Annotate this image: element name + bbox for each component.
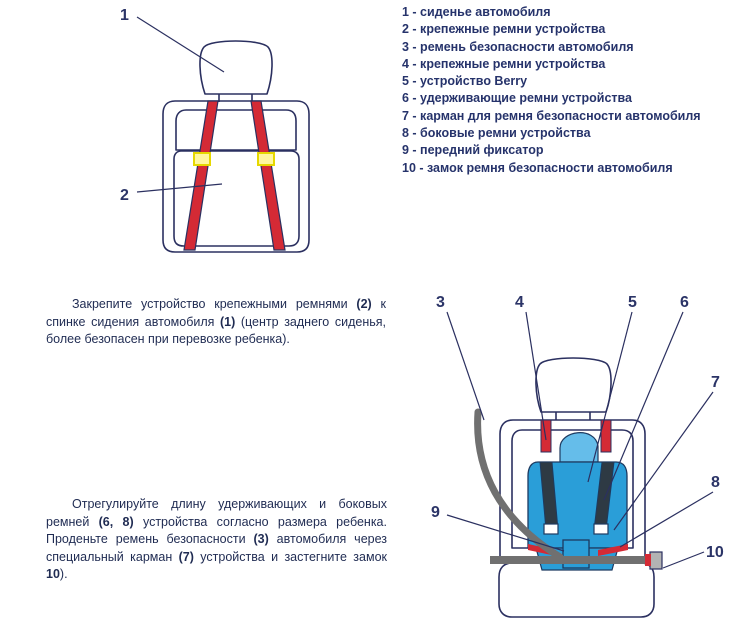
text: устройства согласно размера ребенка. Про…: [46, 514, 387, 547]
ref: 10: [46, 567, 60, 581]
seat-back-upper-panel: [175, 109, 297, 151]
callout-label: 2: [120, 187, 129, 204]
strap-buckle-left: [193, 152, 211, 166]
callout-label: 7: [711, 374, 720, 391]
legend-item: 6 - удерживающие ремни устройства: [402, 91, 632, 106]
text: Закрепите устройство крепежными ремнями: [72, 297, 357, 311]
seatbelt-lock: [649, 551, 663, 570]
seatbelt-lock-tab: [645, 554, 651, 566]
legend-item: 8 - боковые ремни устройства: [402, 126, 591, 141]
text: Отрегулируйте длину удерживающих и боков…: [46, 497, 387, 529]
leader-line: [587, 311, 633, 483]
leader-line: [619, 491, 714, 548]
seat-back-outer: [162, 100, 310, 253]
leader-line: [603, 311, 684, 501]
text: устройства и застегните замок: [193, 549, 387, 564]
legend-item: 4 - крепежные ремни устройства: [402, 56, 606, 71]
ref: (7): [178, 549, 194, 564]
device-head-pad: [559, 432, 599, 463]
callout-label: 4: [515, 294, 524, 311]
callout-label: 10: [706, 544, 724, 561]
mount-strap-right: [250, 100, 286, 251]
legend-item: 3 - ремень безопасности автомобиля: [402, 39, 634, 54]
leader-line: [613, 391, 714, 531]
callout-label: 5: [628, 294, 637, 311]
leader-line: [446, 311, 485, 421]
text: ).: [59, 567, 68, 581]
leader-line: [136, 183, 223, 193]
mount-strap-left: [540, 419, 552, 453]
legend-item: 2 - крепежные ремни устройства: [402, 22, 606, 37]
top-device-straps: [183, 100, 286, 251]
callout-label: 1: [120, 7, 129, 24]
top-callouts: 1 2: [120, 7, 225, 204]
leader-line: [662, 551, 705, 569]
callout-label: 6: [680, 294, 689, 311]
harness-clip-left: [543, 523, 559, 535]
instruction-adjust: Отрегулируйте длину удерживающих и боков…: [46, 496, 387, 584]
text: автомобиля через специальный карман: [46, 532, 388, 564]
callout-label: 9: [431, 504, 440, 521]
ref: (1): [220, 314, 236, 329]
legend-list: 1 - сиденье автомобиля 2 - крепежные рем…: [402, 4, 701, 177]
callout-label: 3: [436, 294, 445, 311]
ref: (6, 8): [98, 514, 134, 529]
legend-item: 1 - сиденье автомобиля: [402, 5, 551, 19]
ref: (2): [356, 297, 372, 311]
strap-buckle-right: [257, 152, 275, 166]
bottom-callouts: 3 4 5 6 7 8 9 10: [431, 294, 724, 569]
leader-line: [136, 16, 225, 73]
headrest: [199, 40, 273, 95]
text: к спинке сидения автомобиля: [46, 297, 386, 329]
callout-label: 8: [711, 474, 720, 491]
text: (центр заднего сиденья, более безопасен …: [46, 314, 386, 347]
mount-strap-left: [183, 100, 219, 251]
ref: (3): [253, 532, 269, 546]
seatbelt-lap: [490, 556, 652, 564]
leader-line: [525, 311, 547, 441]
legend-item: 9 - передний фиксатор: [402, 143, 544, 158]
mount-strap-right: [600, 419, 612, 453]
harness-clip-right: [593, 523, 609, 535]
legend-item: 10 - замок ремня безопасности автомобиля: [402, 160, 673, 175]
top-seat-illustration: [162, 40, 310, 253]
seat-cushion: [498, 562, 655, 618]
headrest: [535, 357, 612, 413]
leader-line: [446, 514, 565, 552]
instruction-attach: Закрепите устройство крепежными ремнями …: [46, 296, 386, 349]
legend-item: 7 - карман для ремня безопасности автомо…: [402, 108, 701, 123]
seat-back-lower-panel: [173, 150, 300, 247]
legend-item: 5 - устройство Berry: [402, 74, 528, 89]
seat-back-inner-panel: [511, 429, 634, 549]
